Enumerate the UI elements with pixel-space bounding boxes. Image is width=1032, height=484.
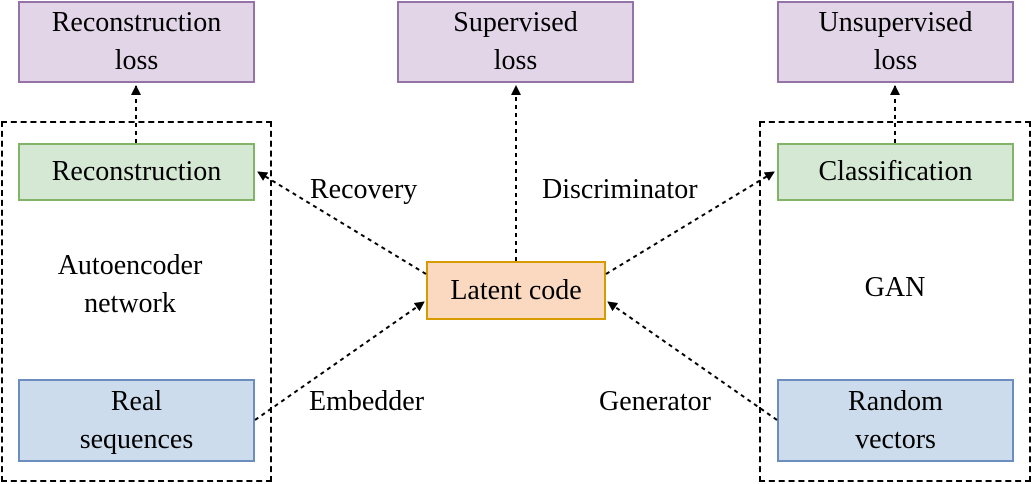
reconstruction-label: Reconstruction bbox=[51, 156, 222, 187]
real-sequences-line2: sequences bbox=[79, 423, 194, 455]
supervised-loss-line1: Supervised bbox=[453, 7, 578, 38]
gan-group bbox=[759, 121, 1031, 482]
autoencoder-group bbox=[1, 121, 272, 482]
reconstruction-loss-line1: Reconstruction bbox=[51, 7, 222, 38]
arrow-embedder bbox=[254, 301, 425, 421]
reconstruction-loss-line2: loss bbox=[114, 45, 159, 76]
latent-code-box: Latent code bbox=[426, 261, 606, 320]
autoencoder-label-line1: Autoencoder bbox=[57, 250, 203, 281]
generator-edge-label: Generator bbox=[599, 386, 711, 417]
autoencoder-group-label: Autoencoder network bbox=[20, 247, 240, 323]
gan-group-label: GAN bbox=[864, 272, 926, 303]
autoencoder-label-line2: network bbox=[84, 288, 176, 319]
reconstruction-box: Reconstruction bbox=[18, 143, 255, 201]
classification-box: Classification bbox=[777, 143, 1014, 201]
classification-label: Classification bbox=[818, 156, 973, 187]
random-vectors-box: Random vectors bbox=[777, 379, 1014, 462]
unsupervised-loss-line1: Unsupervised bbox=[818, 7, 973, 38]
reconstruction-loss-box: Reconstruction loss bbox=[18, 1, 255, 83]
unsupervised-loss-line2: loss bbox=[873, 45, 918, 76]
recovery-edge-label: Recovery bbox=[310, 174, 418, 205]
random-vectors-line2: vectors bbox=[855, 423, 936, 455]
supervised-loss-box: Supervised loss bbox=[397, 1, 634, 83]
arrow-generator bbox=[607, 301, 778, 421]
latent-code-label: Latent code bbox=[450, 274, 582, 306]
arrow-discriminator bbox=[605, 171, 775, 275]
real-sequences-line1: Real bbox=[110, 385, 163, 417]
unsupervised-loss-box: Unsupervised loss bbox=[777, 1, 1014, 83]
real-sequences-box: Real sequences bbox=[18, 379, 255, 462]
embedder-edge-label: Embedder bbox=[309, 386, 425, 417]
supervised-loss-line2: loss bbox=[493, 45, 538, 76]
discriminator-edge-label: Discriminator bbox=[542, 174, 698, 205]
arrow-recovery bbox=[257, 171, 427, 275]
random-vectors-line1: Random bbox=[848, 385, 943, 417]
